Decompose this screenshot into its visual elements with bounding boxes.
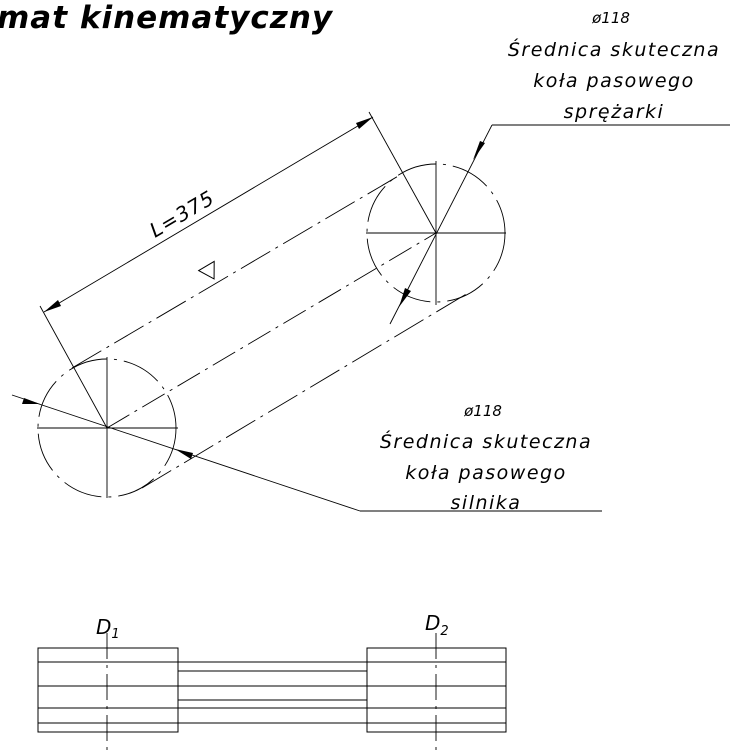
motor-diameter: ø118 [463, 402, 502, 420]
compressor-arrow-upper [473, 141, 485, 160]
compressor-arrow-lower [399, 288, 411, 307]
d1-label: D1 [96, 615, 120, 642]
motor-arrow-left [22, 398, 40, 404]
compressor-label-line-1: Średnica skuteczna [508, 37, 720, 61]
belt-lower-edge [141, 292, 469, 489]
motor-label-line-3: silnika [451, 492, 522, 514]
drawing-title: mat kinematyczny [0, 0, 334, 36]
motor-label-line-2: koła pasowego [405, 462, 566, 484]
extension-line-left [39, 305, 108, 429]
extension-line-right [368, 111, 437, 234]
dimension-line [43, 116, 374, 313]
pulley-side-view: D1 D2 [37, 611, 507, 751]
dimension-arrow-left [44, 300, 61, 312]
dimension-arrow-right [356, 117, 373, 129]
tension-triangle-icon [197, 260, 215, 280]
compressor-diameter: ø118 [591, 9, 630, 27]
motor-arrow-right [175, 449, 193, 459]
compressor-label-line-2: koła pasowego [533, 70, 694, 92]
compressor-label-block: ø118 Średnica skuteczna koła pasowego sp… [508, 9, 720, 123]
motor-label-block: ø118 Średnica skuteczna koła pasowego si… [380, 402, 592, 514]
d2-label: D2 [425, 611, 449, 639]
pulley-d2-body [366, 647, 507, 733]
center-line [106, 232, 437, 429]
compressor-label-line-3: sprężarki [564, 101, 665, 123]
length-dimension-label: L=375 [145, 185, 218, 242]
pulley-d1-body [37, 647, 179, 733]
pulley-top-view: L=375 [11, 111, 730, 512]
belt-upper-edge [71, 174, 401, 369]
motor-label-line-1: Średnica skuteczna [380, 429, 592, 453]
